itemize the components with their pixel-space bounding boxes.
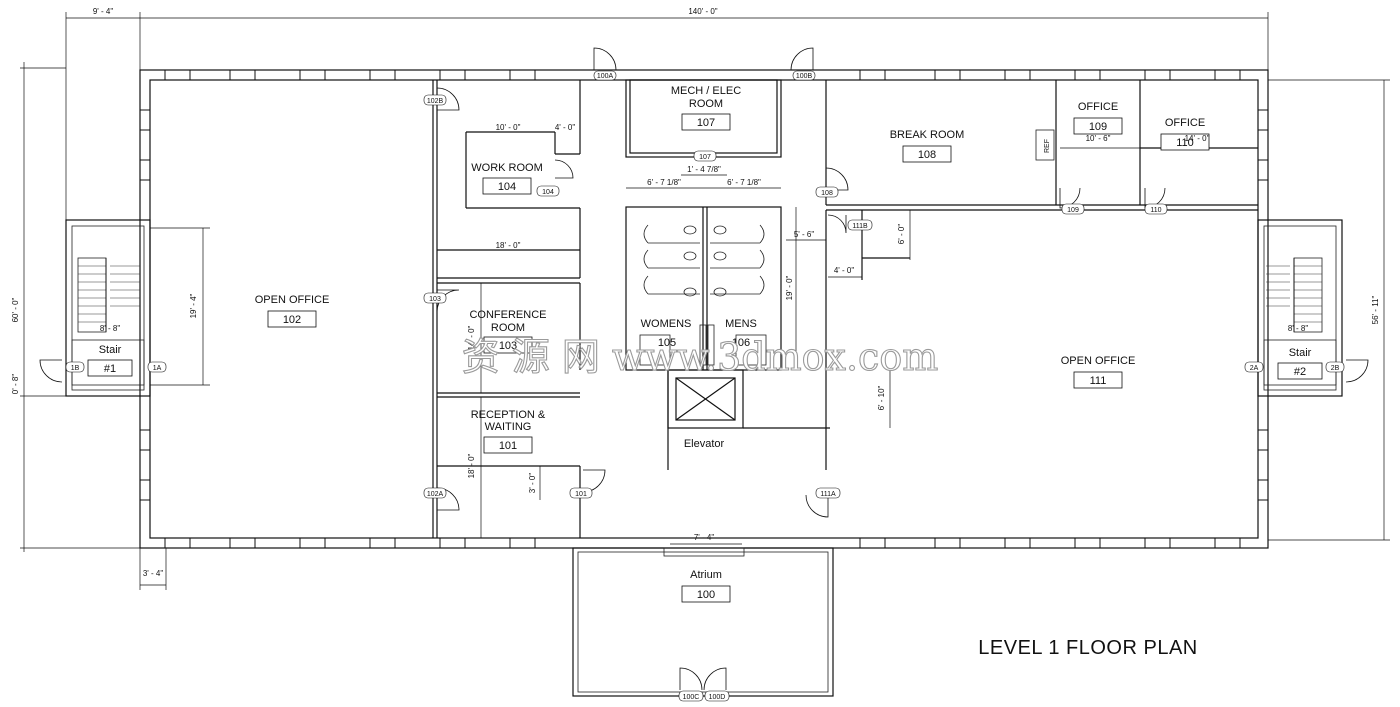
stair-1-number: #1 <box>104 363 116 375</box>
dim-right-height: 56' - 11" <box>1371 296 1380 325</box>
drawing-title: LEVEL 1 FLOOR PLAN <box>978 637 1197 659</box>
room-103-name2: ROOM <box>491 322 525 334</box>
dim-conf-w: 18' - 0" <box>496 241 521 250</box>
room-104-name: WORK ROOM <box>471 162 543 174</box>
door-tag: 104 <box>542 189 554 196</box>
room-111-number: 111 <box>1090 375 1107 387</box>
dim-womens-w: 6' - 7 1/8" <box>647 178 681 187</box>
room-104-number: 104 <box>498 181 516 193</box>
dim-elevator-d: 6' - 10" <box>877 385 886 410</box>
door-tag: 107 <box>699 154 711 161</box>
watermark: 资 源 网 www.3dmox.com <box>462 335 939 379</box>
dim-left-offset: 9' - 4" <box>93 7 114 16</box>
dim-restroom-h: 19' - 0" <box>785 275 794 300</box>
room-110-number: 110 <box>1176 137 1194 149</box>
room-108-name: BREAK ROOM <box>890 129 965 141</box>
stair-1-name: Stair <box>99 344 122 356</box>
room-101-name2: WAITING <box>485 421 532 433</box>
restroom-fixtures <box>639 224 767 366</box>
dim-left-height: 60' - 0" <box>11 297 20 322</box>
room-103-number: 103 <box>499 340 517 352</box>
room-106-name: MENS <box>725 318 757 330</box>
room-110-name: OFFICE <box>1165 117 1205 129</box>
door-tag: 109 <box>1067 207 1079 214</box>
dim-stair-h: 19' - 4" <box>189 293 198 318</box>
room-103-name: CONFERENCE <box>469 309 546 321</box>
stair-2-number: #2 <box>1294 366 1306 378</box>
door-tag: 1B <box>71 365 80 372</box>
door-tag: 100C <box>683 694 700 701</box>
room-109-number: 109 <box>1089 121 1107 133</box>
dim-office-109-w: 10' - 6" <box>1086 134 1111 143</box>
room-101-name: RECEPTION & <box>471 409 546 421</box>
dimension-lines <box>20 12 1390 590</box>
room-labels: OPEN OFFICE 102 WORK ROOM 104 CONFERENCE… <box>87 85 1323 603</box>
door-tag: 100B <box>796 73 813 80</box>
room-102-number: 102 <box>283 314 301 326</box>
door-tag: 2A <box>1250 365 1259 372</box>
door-tag: 111A <box>820 491 836 498</box>
door-tag: 1A <box>153 365 162 372</box>
dim-reception-d: 18' - 0" <box>467 453 476 478</box>
dim-mens-w: 6' - 7 1/8" <box>727 178 761 187</box>
room-109-name: OFFICE <box>1078 101 1118 113</box>
ref-label: REF <box>1044 139 1051 153</box>
dim-conf-d: 14' - 0" <box>467 325 476 350</box>
room-105-name: WOMENS <box>641 318 692 330</box>
door-tag: 102B <box>427 98 444 105</box>
room-107-number: 107 <box>697 117 715 129</box>
room-102-name: OPEN OFFICE <box>255 294 330 306</box>
dim-overall-width: 140' - 0" <box>688 7 717 16</box>
dim-corridor-b: 4' - 0" <box>834 266 855 275</box>
dim-left-lower: 0' - 8" <box>11 374 20 395</box>
door-tag: 111B <box>852 223 868 230</box>
door-swings <box>39 47 1369 691</box>
room-108-number: 108 <box>918 149 936 161</box>
room-101-number: 101 <box>499 440 517 452</box>
refrigerator <box>1035 129 1055 161</box>
door-tag: 108 <box>821 190 833 197</box>
door-tag: 2B <box>1331 365 1340 372</box>
atrium-number: 100 <box>697 589 715 601</box>
room-107-name2: ROOM <box>689 98 723 110</box>
door-tag: 101 <box>575 491 587 498</box>
stair-1-enclosure <box>65 219 151 397</box>
door-tag: 110 <box>1150 207 1161 214</box>
room-105-number: 105 <box>658 337 676 349</box>
dimension-labels: 140' - 0" 9' - 4" 10' - 0" 4' - 0" 1' - … <box>11 7 1380 578</box>
dim-stair-w1: 8' - 8" <box>100 324 121 333</box>
door-tag: 100A <box>597 73 614 80</box>
dim-atrium-w: 7' - 4" <box>694 533 715 542</box>
door-tag: 102A <box>427 491 444 498</box>
door-tags: 100A 100B 102B 104 107 108 111B 109 110 … <box>65 70 1345 702</box>
dim-corridor-a: 5' - 6" <box>794 230 815 239</box>
room-111-name: OPEN OFFICE <box>1061 355 1136 367</box>
dim-break-d: 6' - 0" <box>897 224 906 245</box>
room-107-name: MECH / ELEC <box>671 85 741 97</box>
elevator-label: Elevator <box>684 438 725 450</box>
dim-mech-gap: 1' - 4 7/8" <box>687 165 721 174</box>
dim-work-room-d: 4' - 0" <box>555 123 576 132</box>
dim-reception-small: 3' - 0" <box>528 473 537 494</box>
dim-stair-w2: 8' - 8" <box>1288 324 1309 333</box>
atrium-name: Atrium <box>690 569 722 581</box>
dim-office-110-w: 14' - 0" <box>1185 134 1210 143</box>
stair-2-name: Stair <box>1289 347 1312 359</box>
room-106-number: 106 <box>732 337 750 349</box>
door-tag: 103 <box>429 296 441 303</box>
dim-bottom-offset: 3' - 4" <box>143 569 164 578</box>
interior-walls <box>432 79 1258 538</box>
dim-work-room-w: 10' - 0" <box>496 123 521 132</box>
door-tag: 100D <box>709 694 726 701</box>
